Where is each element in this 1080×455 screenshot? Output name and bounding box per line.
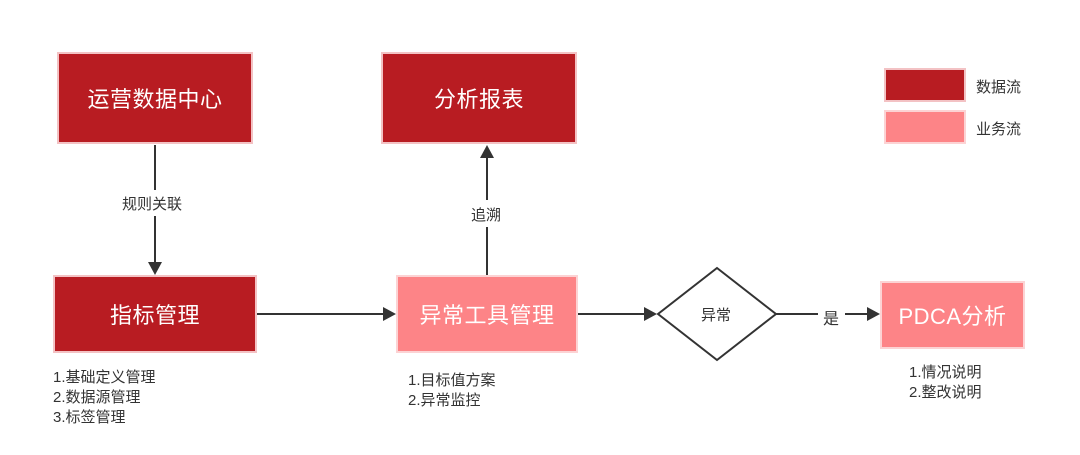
node-anomaly-tool-management: 异常工具管理 [396, 275, 578, 353]
arrowhead-into-report [480, 145, 494, 158]
legend-label-business-flow: 业务流 [976, 121, 1022, 138]
note-item: 1.基础定义管理 [53, 369, 156, 386]
anomaly-decision-diamond [656, 266, 778, 362]
note-item: 2.数据源管理 [53, 389, 141, 406]
node-indicator-management: 指标管理 [53, 275, 257, 353]
legend-swatch-data-flow [884, 68, 966, 102]
anomaly-decision-label: 异常 [701, 307, 732, 324]
note-item: 2.异常监控 [408, 392, 481, 409]
edge-label-yes: 是 [823, 311, 840, 328]
note-item: 3.标签管理 [53, 409, 126, 426]
note-item: 2.整改说明 [909, 384, 982, 401]
legend-swatch-business-flow [884, 110, 966, 144]
pdca-notes: 1.情况说明 2.整改说明 [909, 363, 982, 403]
anomaly-tool-notes: 1.目标值方案 2.异常监控 [408, 371, 496, 411]
node-analysis-report: 分析报表 [381, 52, 577, 144]
arrowhead-into-decision [644, 307, 657, 321]
arrowhead-into-tool [383, 307, 396, 321]
note-item: 1.目标值方案 [408, 372, 496, 389]
arrowhead-into-pdca [867, 307, 880, 321]
node-ops-data-center: 运营数据中心 [57, 52, 253, 144]
indicator-notes: 1.基础定义管理 2.数据源管理 3.标签管理 [53, 368, 156, 428]
node-pdca-analysis: PDCA分析 [880, 281, 1025, 349]
legend-label-data-flow: 数据流 [976, 79, 1022, 96]
arrowhead-into-indicator [148, 262, 162, 275]
edge-label-trace-back: 追溯 [471, 207, 502, 224]
edge-label-rule-link: 规则关联 [122, 196, 183, 213]
note-item: 1.情况说明 [909, 364, 982, 381]
